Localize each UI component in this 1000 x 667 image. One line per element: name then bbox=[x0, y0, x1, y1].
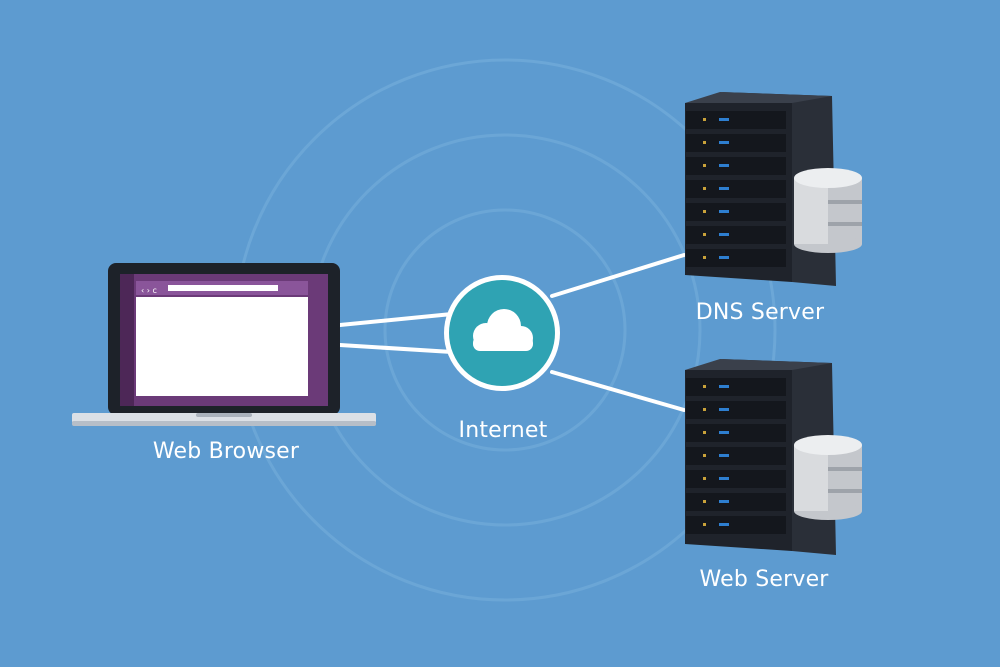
web-database-icon bbox=[794, 435, 862, 520]
connector-internet-web bbox=[550, 370, 686, 412]
svg-text:‹ › c: ‹ › c bbox=[141, 286, 157, 295]
web-server-label: Web Server bbox=[699, 567, 829, 592]
server-leds bbox=[719, 385, 729, 526]
internet-label: Internet bbox=[458, 418, 548, 443]
dns-database-icon bbox=[794, 168, 862, 253]
connectors bbox=[338, 253, 686, 412]
connector-browser-internet-bottom bbox=[338, 343, 454, 354]
connector-browser-internet-top bbox=[338, 312, 454, 327]
background-ripples bbox=[233, 58, 777, 602]
server-slots bbox=[686, 378, 786, 534]
server-leds bbox=[719, 118, 729, 259]
ripple-ring bbox=[383, 208, 627, 452]
laptop-icon: ‹ › c bbox=[72, 263, 376, 426]
dns-server-label: DNS Server bbox=[695, 300, 825, 325]
connector-internet-dns bbox=[550, 253, 686, 298]
server-slots bbox=[686, 111, 786, 267]
web-browser-label: Web Browser bbox=[152, 439, 300, 464]
internet-node bbox=[444, 275, 560, 391]
cloud-icon bbox=[473, 309, 533, 351]
